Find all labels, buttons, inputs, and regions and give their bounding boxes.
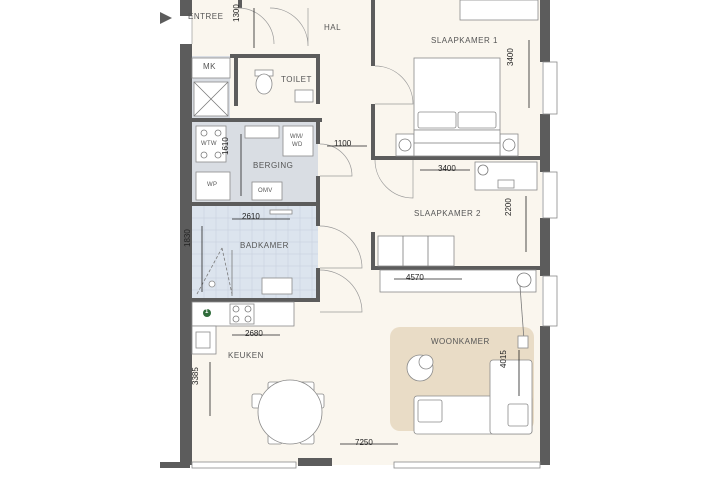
omv-unit xyxy=(251,181,283,201)
wm-wd-unit xyxy=(282,125,314,157)
wall-berging-bottom xyxy=(192,202,320,206)
dining-table xyxy=(251,379,325,445)
wall-right-1 xyxy=(540,0,550,62)
entrance-arrow-icon xyxy=(160,12,172,24)
wall-toilet-top xyxy=(230,54,320,58)
dimension-lines xyxy=(201,8,530,445)
sofa xyxy=(413,359,533,435)
shower xyxy=(196,247,233,296)
wall-bath-right xyxy=(316,206,320,226)
wardrobe-slaapkamer-2 xyxy=(377,235,455,267)
berging-shelf xyxy=(244,125,280,139)
wall-bath-bottom xyxy=(192,298,320,302)
bed-slaapkamer-1 xyxy=(395,57,519,157)
wall-berging-right-lower xyxy=(316,176,320,206)
wtw-unit xyxy=(195,125,227,163)
wall-mk-bottom xyxy=(192,118,322,122)
doors xyxy=(191,7,414,313)
coffee-table xyxy=(406,354,434,382)
badkamer-tile-grid xyxy=(192,206,318,298)
windows-bottom xyxy=(191,461,541,469)
wall-right-3 xyxy=(540,218,550,276)
toilet-bowl xyxy=(254,69,274,95)
bath-sink xyxy=(261,277,293,295)
floor-lamp xyxy=(517,335,529,349)
wall-toilet-left xyxy=(234,56,238,106)
tv-cabinet xyxy=(379,269,537,293)
wall-left-outer xyxy=(180,44,192,465)
wall-bath-right-lower xyxy=(316,268,320,300)
wall-corridor xyxy=(371,266,540,270)
wall-bottom-mid xyxy=(298,458,332,466)
wall-slaapkamer-divider xyxy=(371,156,540,160)
wardrobe-slaapkamer-1 xyxy=(459,0,539,21)
wall-hal-slaapkamer xyxy=(371,0,375,66)
info-badge-icon xyxy=(203,309,211,317)
wall-right-2 xyxy=(540,114,550,172)
mk-box xyxy=(191,57,231,79)
wp-unit xyxy=(195,171,231,201)
wall-slaapkamer2-left xyxy=(371,232,375,268)
windows-right xyxy=(542,61,558,327)
shaft xyxy=(193,81,229,117)
wall-right-4 xyxy=(540,326,550,465)
floor-lamp-cable xyxy=(519,285,525,341)
bath-radiator xyxy=(269,209,293,215)
wall-toilet-right xyxy=(316,54,320,104)
wall-bottom xyxy=(160,462,190,468)
wall-berging-right xyxy=(316,118,320,144)
wall-top-hal xyxy=(238,0,242,8)
wall-slaapkamer1-left xyxy=(371,104,375,160)
toilet-sink xyxy=(294,89,314,103)
wall-left-top xyxy=(180,0,192,16)
desk-slaapkamer-2 xyxy=(474,161,538,191)
